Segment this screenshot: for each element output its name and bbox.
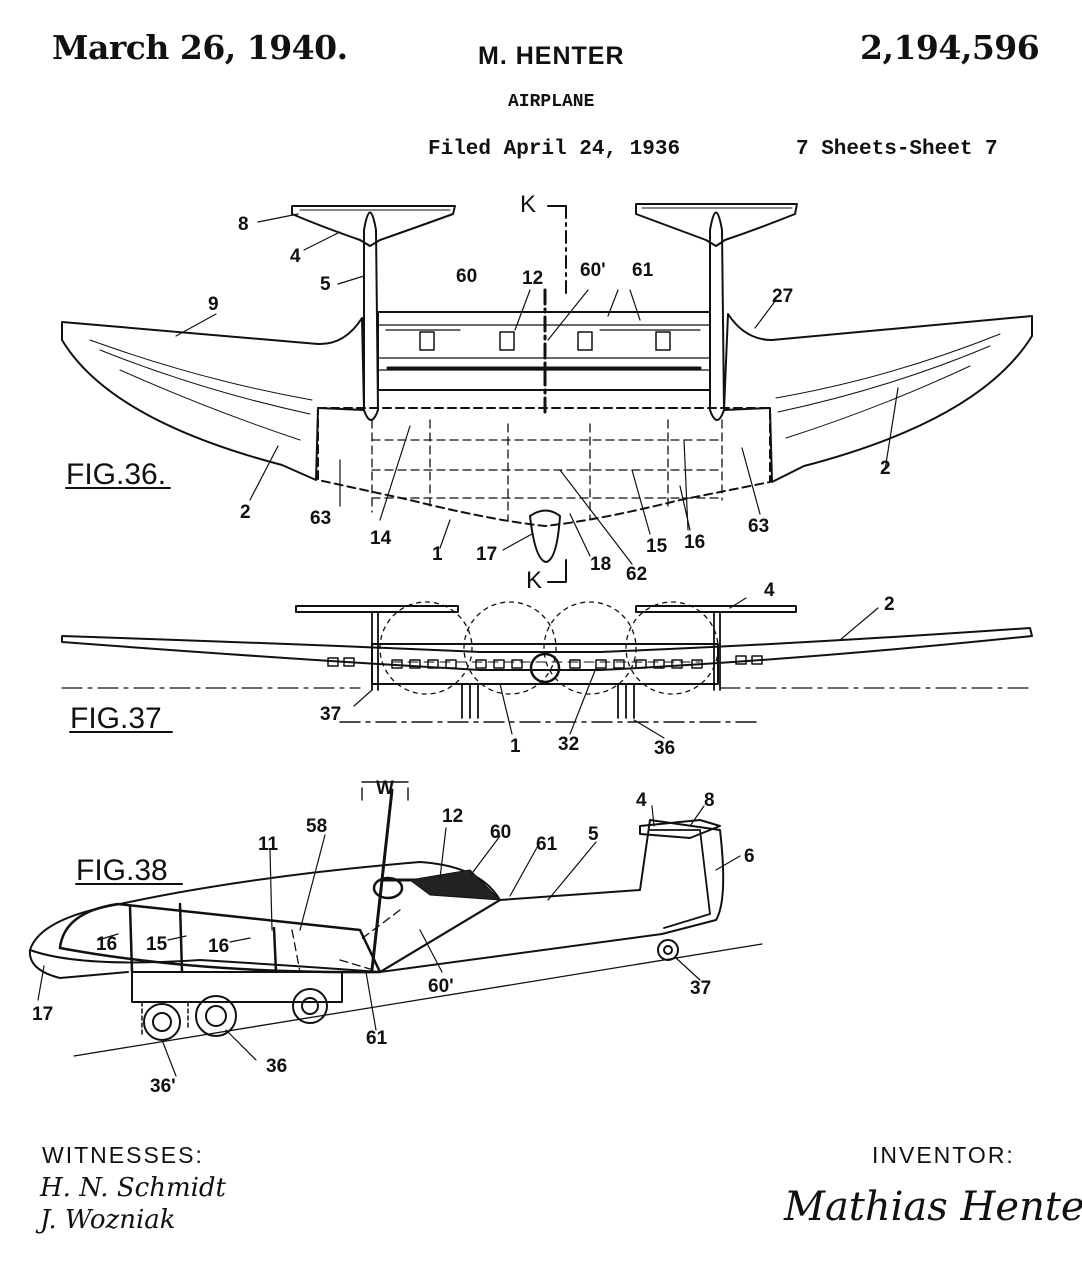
patent-title: AIRPLANE (508, 92, 595, 112)
section-marker: K (526, 567, 542, 594)
ref-numeral: 5 (320, 274, 331, 295)
ref-numeral: 11 (258, 834, 279, 855)
ref-numeral: 6 (744, 846, 755, 867)
ref-numeral: 17 (476, 544, 497, 565)
ref-numeral: 12 (442, 806, 463, 827)
ref-numeral: 63 (310, 508, 331, 529)
ref-numeral: 5 (588, 824, 599, 845)
fig36-label: FIG.36. (66, 458, 166, 491)
ref-numeral: 14 (370, 528, 392, 549)
inventor-label: INVENTOR: (872, 1142, 1015, 1168)
fig37-drawing (61, 597, 1033, 739)
ref-numeral: 2 (880, 458, 891, 479)
ref-numeral: 61 (366, 1028, 388, 1049)
fig38-tail-fin (639, 819, 721, 839)
sheet-number: 7 Sheets-Sheet 7 (796, 138, 998, 161)
fig36-drawing (61, 203, 1033, 583)
ref-numeral: 60' (428, 976, 454, 997)
ref-numeral: 9 (208, 294, 219, 315)
fig38-label: FIG.38 (76, 854, 168, 887)
ref-numeral: 1 (510, 736, 521, 757)
ref-numeral: 36' (150, 1076, 176, 1097)
fig38-tail-boom (379, 819, 725, 973)
ref-numeral: 2 (884, 594, 895, 615)
fig38-slot-flap (409, 869, 501, 901)
fig36-tail-left (291, 205, 456, 247)
ref-numeral: 2 (240, 502, 251, 523)
witness-signature-1: H. N. Schmidt (39, 1173, 227, 1203)
ref-numeral: 8 (238, 214, 249, 235)
fig37-label: FIG.37 (70, 702, 162, 735)
ref-numeral: 15 (146, 934, 168, 955)
fig36-wing-left (61, 317, 365, 481)
ref-numeral: 18 (590, 554, 611, 575)
ref-numeral: 1 (432, 544, 443, 565)
ref-numeral: 16 (96, 934, 117, 955)
ref-numeral: 58 (306, 816, 327, 837)
ref-numeral: 15 (646, 536, 668, 557)
fig38-tail-wheel (657, 939, 679, 961)
filed-date: Filed April 24, 1936 (428, 138, 681, 161)
fig36-boom-left (363, 211, 379, 421)
ref-numeral: 60' (580, 260, 606, 281)
ref-numeral: W (376, 778, 394, 799)
ref-numeral: 17 (32, 1004, 53, 1025)
inventor-name: M. HENTER (478, 42, 625, 70)
ref-numeral: 60 (456, 266, 477, 287)
ref-numeral: 16 (208, 936, 229, 957)
ref-numeral: 16 (684, 532, 705, 553)
witness-signature-2: J. Wozniak (35, 1205, 176, 1235)
ref-numeral: 4 (636, 790, 647, 811)
fig38-ground-line (73, 943, 763, 1057)
patent-number: 2,194,596 (860, 28, 1040, 67)
fig37-tail-right (635, 605, 797, 613)
inventor-signature: Mathias Henter (783, 1184, 1082, 1230)
fig37-tail-left (295, 605, 459, 613)
ref-numeral: 4 (290, 246, 301, 267)
ref-numeral: 61 (536, 834, 558, 855)
ref-numeral: 27 (772, 286, 793, 307)
ref-numeral: 37 (320, 704, 341, 725)
ref-numeral: 4 (764, 580, 775, 601)
fig37-nose (529, 652, 561, 684)
fig36-nose (529, 509, 561, 563)
ref-numeral: 60 (490, 822, 511, 843)
ref-numeral: 37 (690, 978, 711, 999)
ref-numeral: 61 (632, 260, 654, 281)
ref-numeral: 63 (748, 516, 769, 537)
ref-numeral: 32 (558, 734, 579, 755)
fig36-wing-right (723, 313, 1033, 483)
fig38-nose (28, 949, 129, 979)
ref-numeral: 36 (654, 738, 675, 759)
witnesses-label: WITNESSES: (42, 1142, 204, 1168)
fig36-cabin (317, 407, 771, 527)
section-marker: K (520, 191, 536, 218)
fig38-undercarriage (131, 971, 343, 1003)
fig38-drawing (28, 781, 763, 1077)
ref-numeral: 62 (626, 564, 647, 585)
ref-numeral: 8 (704, 790, 715, 811)
ref-numeral: 12 (522, 268, 543, 289)
ref-numeral: 36 (266, 1056, 287, 1077)
fig36-tail-right (635, 203, 798, 247)
patent-date: March 26, 1940. (52, 28, 348, 67)
